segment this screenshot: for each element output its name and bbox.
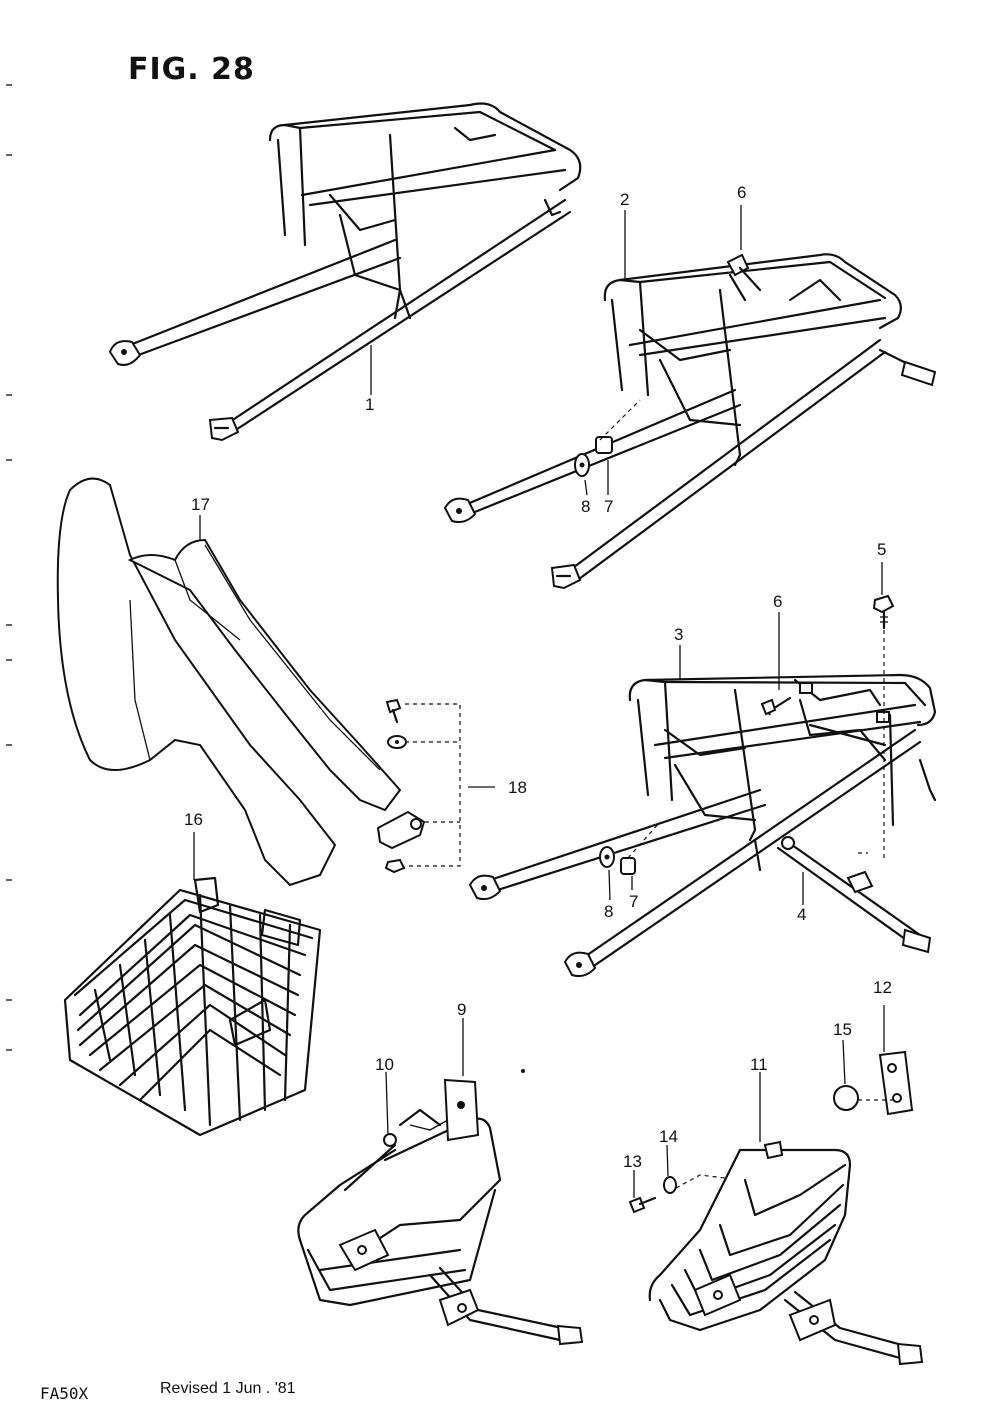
stray-dot xyxy=(521,1069,525,1073)
callout-1: 1 xyxy=(365,395,375,414)
callout-9: 9 xyxy=(457,1000,467,1019)
collar-7-upper xyxy=(595,436,613,454)
footer-revision-note: Revised 1 Jun . '81 xyxy=(160,1380,296,1397)
callout-17: 17 xyxy=(191,495,210,514)
callout-2: 2 xyxy=(620,190,630,209)
bolt-6-upper xyxy=(726,253,762,292)
callout-8-lower: 8 xyxy=(604,902,614,921)
bolt-6-lower xyxy=(760,696,792,716)
callout-13: 13 xyxy=(623,1152,642,1171)
callout-16: 16 xyxy=(184,810,203,829)
rear-carrier-2 xyxy=(443,253,937,590)
leader-7a xyxy=(599,399,641,441)
leader-14-dash xyxy=(675,1174,726,1189)
washer-8-upper xyxy=(574,453,590,477)
margin-ticks xyxy=(6,84,12,1051)
bracket-9 xyxy=(409,1078,480,1142)
callout-8-upper: 8 xyxy=(581,497,591,516)
washer-14 xyxy=(663,1176,677,1194)
fastener-set-18 xyxy=(376,698,495,874)
callout-6-upper: 6 xyxy=(737,183,747,202)
callout-5: 5 xyxy=(877,540,887,559)
rear-carrier-1 xyxy=(108,102,582,442)
callout-15: 15 xyxy=(833,1020,852,1039)
leader-14 xyxy=(666,1144,669,1177)
callout-18: 18 xyxy=(508,778,527,797)
footer-model-code: FA50X xyxy=(40,1384,89,1403)
leader-8a xyxy=(584,479,588,496)
bracket-12 xyxy=(878,1050,914,1116)
callout-7-lower: 7 xyxy=(629,892,639,911)
leader-7b xyxy=(627,821,661,859)
figure-title: FIG. 28 xyxy=(128,52,255,87)
callout-6-lower: 6 xyxy=(773,592,783,611)
bolt-13 xyxy=(628,1196,657,1214)
rod-4 xyxy=(776,836,932,954)
fender-17 xyxy=(56,477,402,887)
washer-8-lower xyxy=(599,846,615,868)
callout-4: 4 xyxy=(797,905,807,924)
callout-14: 14 xyxy=(659,1127,678,1146)
callout-12: 12 xyxy=(873,978,892,997)
collar-7-lower xyxy=(620,857,636,875)
basket-16 xyxy=(63,876,322,1137)
callout-11: 11 xyxy=(750,1055,768,1074)
leader-15 xyxy=(842,1039,846,1085)
leader-8b xyxy=(608,869,611,901)
rear-carrier-3 xyxy=(468,673,937,978)
front-carrier-10 xyxy=(297,1108,584,1346)
bolt-5 xyxy=(872,594,895,630)
callout-7-upper: 7 xyxy=(604,497,614,516)
front-carrier-11 xyxy=(648,1140,924,1366)
nut-15 xyxy=(833,1085,859,1111)
callout-10: 10 xyxy=(375,1055,394,1074)
leader-10 xyxy=(385,1071,389,1136)
callout-3: 3 xyxy=(674,625,684,644)
